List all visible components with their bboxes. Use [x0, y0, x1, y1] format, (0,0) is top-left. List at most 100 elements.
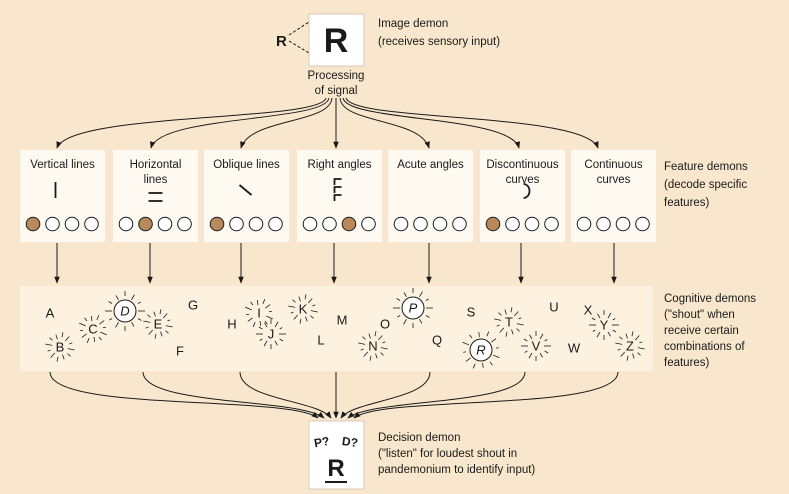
- feature-demon-box-5: Acute angles: [388, 150, 473, 242]
- cognitive-demon-x: X: [584, 303, 593, 318]
- shout-ray: [631, 331, 634, 337]
- cognitive-demon-i: I: [245, 299, 273, 327]
- cognitive-letter: C: [88, 322, 97, 337]
- shout-ray: [312, 304, 316, 307]
- shout-ray: [45, 343, 53, 346]
- cognitive-label-line3: receive certain: [664, 325, 739, 337]
- shout-ray: [592, 329, 596, 332]
- cognitive-letter: R: [476, 343, 485, 358]
- shout-ray: [108, 301, 113, 304]
- shout-ray: [505, 331, 508, 337]
- shout-ray: [511, 329, 514, 335]
- feature-detector: [248, 216, 264, 232]
- cognitive-demon-a: A: [46, 306, 55, 321]
- shout-ray: [377, 335, 383, 341]
- feature-title: Continuous: [584, 159, 642, 171]
- shout-ray: [259, 338, 263, 341]
- cognitive-letter: Y: [600, 318, 609, 333]
- shout-ray: [93, 336, 95, 342]
- shout-ray: [504, 309, 507, 315]
- cognitive-demon-s: S: [467, 305, 476, 320]
- feature-label-line1: Feature demons: [664, 161, 748, 173]
- cognitive-demon-v: V: [521, 331, 551, 361]
- shout-ray: [305, 316, 308, 322]
- shout-ray: [64, 336, 70, 342]
- shout-ray: [465, 357, 471, 362]
- cognitive-demon-o: O: [380, 317, 390, 332]
- cognitive-label-line4: combinations of: [664, 341, 745, 353]
- shout-ray: [160, 331, 163, 337]
- shout-ray: [250, 301, 254, 306]
- shout-ray: [597, 313, 601, 319]
- shout-ray: [49, 337, 53, 341]
- shout-ray: [639, 341, 643, 344]
- feature-detector: [84, 216, 99, 232]
- shout-ray: [69, 342, 73, 345]
- feature-detector: [322, 216, 337, 232]
- shout-ray: [98, 336, 102, 341]
- feature-detector: [452, 216, 467, 232]
- shout-ray: [425, 315, 430, 318]
- processing-line2: of signal: [315, 85, 358, 97]
- shout-ray: [360, 348, 364, 351]
- cognitive-to-decision-arrows: [49, 371, 619, 419]
- shout-ray: [165, 325, 173, 328]
- shout-ray: [539, 333, 544, 340]
- cognitive-demon-k: K: [288, 294, 318, 324]
- shout-ray: [607, 312, 612, 319]
- decision-label-line1: Decision demon: [378, 432, 460, 444]
- cognitive-letter: K: [299, 302, 308, 317]
- feature-detector: [302, 216, 318, 232]
- cognitive-letter: D: [120, 304, 129, 319]
- feature-detector: [393, 216, 409, 232]
- shout-ray: [482, 362, 484, 368]
- feature-detector: [118, 216, 134, 232]
- shout-ray: [516, 323, 524, 326]
- loud-shout-circle: [469, 338, 493, 362]
- feature-to-cognitive-arrows: [54, 243, 617, 284]
- shout-ray: [380, 347, 388, 350]
- shout-ray: [499, 327, 505, 333]
- loud-shout-circle: [401, 296, 425, 320]
- shout-ray: [634, 335, 640, 341]
- shout-ray: [265, 304, 271, 309]
- shout-ray: [148, 329, 154, 335]
- image-demon-title: Image demon: [378, 18, 448, 30]
- cognitive-letter: N: [368, 339, 377, 354]
- shout-ray: [147, 314, 151, 318]
- cognitive-letter: J: [268, 327, 275, 342]
- cognitive-letter: A: [46, 306, 55, 321]
- shout-ray: [462, 341, 470, 346]
- shout-ray: [310, 315, 314, 319]
- shout-ray: [607, 331, 611, 337]
- feature-demon-box-4: Right angles: [297, 150, 382, 242]
- cognitive-label-line2: ("shout" when: [664, 309, 735, 321]
- cognitive-letter: P: [409, 301, 418, 316]
- feature-detector: [157, 216, 173, 232]
- cognitive-demon-n: N: [358, 331, 388, 361]
- shout-ray: [492, 354, 500, 359]
- shout-ray: [266, 315, 273, 320]
- feature-title: curves: [597, 174, 631, 186]
- cognitive-demon-e: E: [143, 309, 173, 339]
- shout-ray: [279, 327, 283, 330]
- shout-ray: [524, 350, 528, 353]
- shout-ray: [86, 338, 90, 343]
- shout-ray: [290, 311, 294, 314]
- shout-ray: [304, 294, 307, 300]
- cognitive-letter: I: [257, 306, 261, 321]
- cognitive-letter: Z: [626, 339, 634, 354]
- shout-ray: [91, 316, 93, 322]
- shout-ray: [478, 332, 480, 338]
- shout-ray: [274, 321, 279, 328]
- shout-ray: [544, 339, 548, 342]
- feature-detector: [524, 216, 540, 232]
- shout-ray: [109, 318, 113, 321]
- feature-detector: [635, 216, 650, 232]
- shout-ray: [96, 315, 100, 320]
- feature-detector: [64, 216, 80, 232]
- shout-ray: [299, 318, 302, 324]
- shout-ray: [403, 319, 407, 325]
